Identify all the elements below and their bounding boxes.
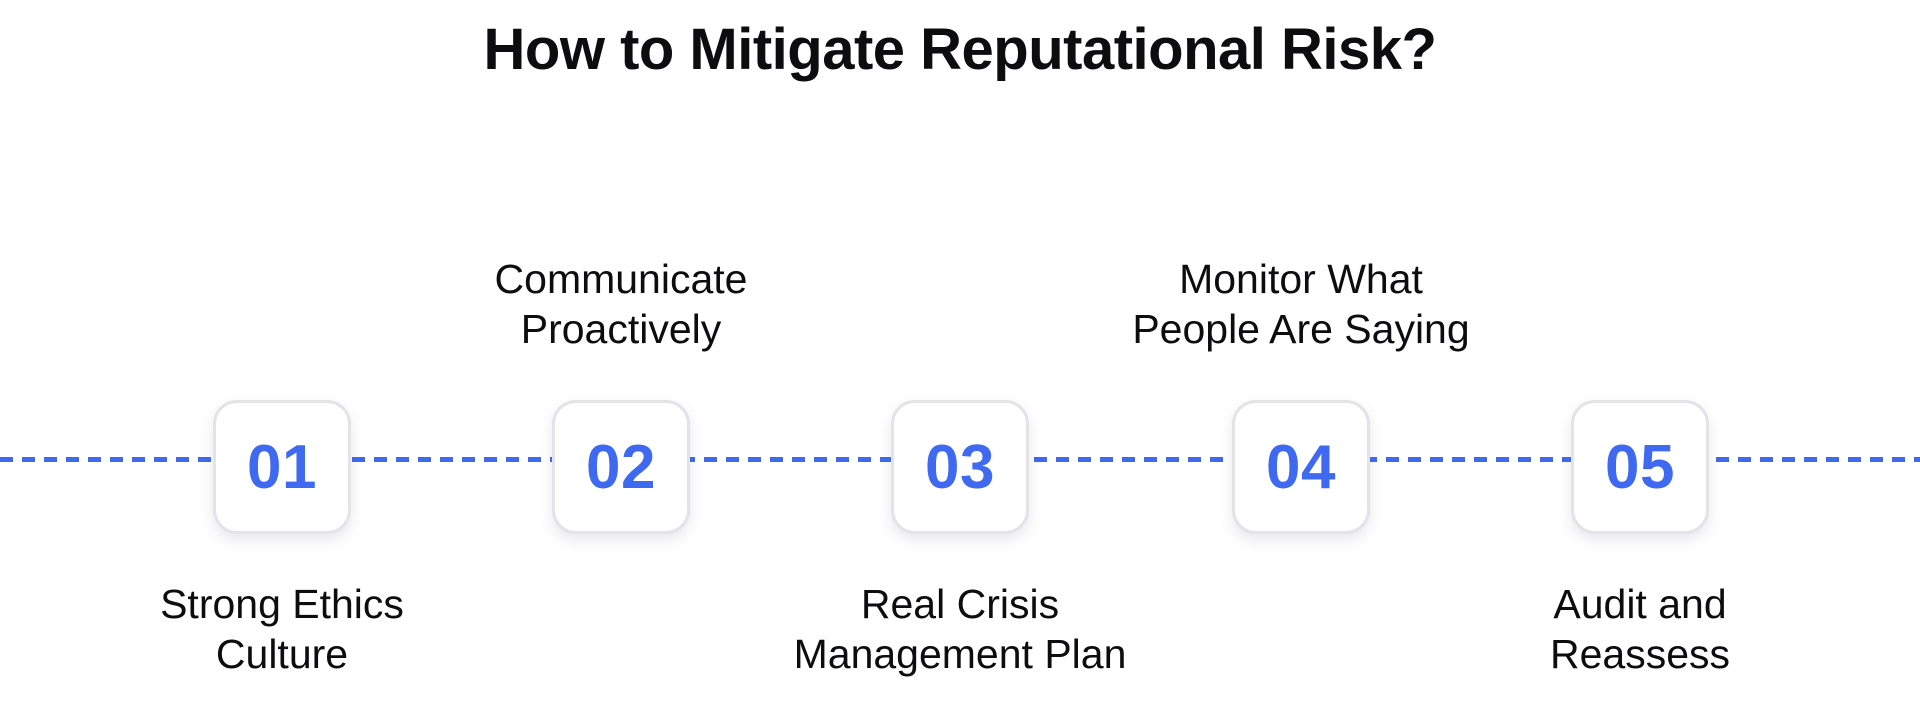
step-4-number: 04 xyxy=(1266,432,1336,502)
step-2-number: 02 xyxy=(586,432,656,502)
step-4-label-line-1: Monitor What xyxy=(1179,256,1423,302)
step-5-label: Audit and Reassess xyxy=(1410,579,1870,679)
step-5-label-line-2: Reassess xyxy=(1549,631,1730,677)
step-3-label-line-1: Real Crisis xyxy=(860,581,1060,627)
step-1-box: 01 xyxy=(213,400,351,534)
step-1-label-line-2: Culture xyxy=(215,631,349,677)
step-2-label-line-1: Communicate xyxy=(494,256,748,302)
step-2-label-line-2: Proactively xyxy=(520,306,722,352)
step-5-box: 05 xyxy=(1571,400,1709,534)
step-4-label-line-2: People Are Saying xyxy=(1132,306,1470,352)
step-2-box: 02 xyxy=(552,400,690,534)
step-1-label-line-1: Strong Ethics xyxy=(160,581,404,627)
step-3-label-line-2: Management Plan xyxy=(793,631,1127,677)
step-4-label: Monitor What People Are Saying xyxy=(1071,254,1531,354)
step-4-box: 04 xyxy=(1232,400,1370,534)
step-3-label: Real Crisis Management Plan xyxy=(730,579,1190,679)
step-3-number: 03 xyxy=(925,432,995,502)
step-3-box: 03 xyxy=(891,400,1029,534)
page-title: How to Mitigate Reputational Risk? xyxy=(483,17,1437,82)
step-5-label-line-1: Audit and xyxy=(1553,581,1727,627)
step-1-number: 01 xyxy=(247,432,317,502)
step-1-label: Strong Ethics Culture xyxy=(52,579,512,679)
step-2-label: Communicate Proactively xyxy=(391,254,851,354)
step-5-number: 05 xyxy=(1605,432,1675,502)
